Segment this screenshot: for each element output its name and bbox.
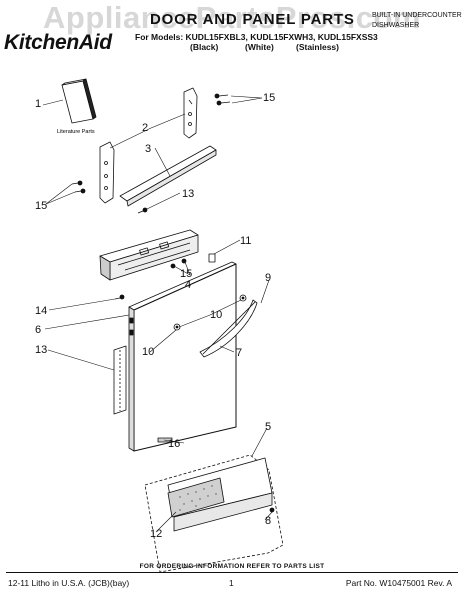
brace-screw: [137, 207, 148, 214]
callout-15-left: 15: [35, 200, 47, 212]
door-handle: [199, 299, 258, 358]
callout-3: 3: [145, 143, 151, 155]
toe-panel-screw: [269, 507, 275, 513]
callout-13-insulation: 13: [35, 344, 47, 356]
callout-12: 12: [150, 528, 162, 540]
latch-strike: [208, 253, 216, 263]
leader-lines: [42, 95, 273, 533]
callout-8: 8: [265, 515, 271, 527]
callout-9: 9: [265, 272, 271, 284]
model-list: For Models: KUDL15FXBL3, KUDL15FXWH3, KU…: [135, 32, 378, 42]
control-console: [99, 229, 199, 281]
model-color-white: (White): [245, 42, 274, 52]
side-bracket-right: [183, 87, 198, 139]
console-screw-left: [114, 294, 125, 300]
model-color-black: (Black): [190, 42, 219, 52]
callout-2: 2: [142, 122, 148, 134]
literature-label: Literature Parts: [57, 129, 95, 135]
footer-divider: [6, 572, 458, 573]
ordering-note: FOR ORDERING INFORMATION REFER TO PARTS …: [139, 563, 325, 570]
callout-15-console: 15: [180, 268, 192, 280]
product-type-note: BUILT-IN UNDERCOUNTER DISHWASHER: [372, 11, 462, 31]
page-number: 1: [229, 578, 234, 588]
toe-panel: [144, 454, 284, 573]
callout-6: 6: [35, 324, 41, 336]
door-insulation: [113, 345, 127, 415]
callout-7: 7: [236, 347, 242, 359]
console-screws: [170, 258, 187, 269]
page-title: DOOR AND PANEL PARTS: [150, 11, 355, 28]
screws-left: [71, 180, 86, 194]
callout-10-left: 10: [142, 346, 154, 358]
outer-door-panel: [128, 261, 237, 452]
side-bracket-left: [99, 141, 115, 204]
product-type-line-2: DISHWASHER: [372, 22, 420, 29]
brand-logo: KitchenAid: [4, 31, 112, 54]
handle-screws: [173, 294, 247, 331]
product-type-line-1: BUILT-IN UNDERCOUNTER: [372, 12, 462, 19]
callout-13-brace: 13: [182, 188, 194, 200]
callout-10-right: 10: [210, 309, 222, 321]
callout-11: 11: [240, 235, 251, 247]
literature-booklet: [61, 78, 97, 124]
callout-1: 1: [35, 98, 41, 110]
door-brace: [119, 145, 217, 207]
part-number: Part No. W10475001 Rev. A: [345, 578, 452, 588]
litho-note: 12-11 Litho in U.S.A. (JCB)(bay): [8, 578, 130, 588]
model-color-stainless: (Stainless): [296, 42, 339, 52]
screws-upper: [214, 93, 231, 106]
watermark: AppliancePartsPros.com: [43, 0, 421, 35]
callout-14: 14: [35, 305, 47, 317]
callout-5: 5: [265, 421, 271, 433]
callout-4: 4: [185, 279, 191, 291]
callout-15-upper: 15: [263, 92, 275, 104]
callout-16: 16: [168, 438, 180, 450]
toe-insulation: [167, 477, 225, 518]
